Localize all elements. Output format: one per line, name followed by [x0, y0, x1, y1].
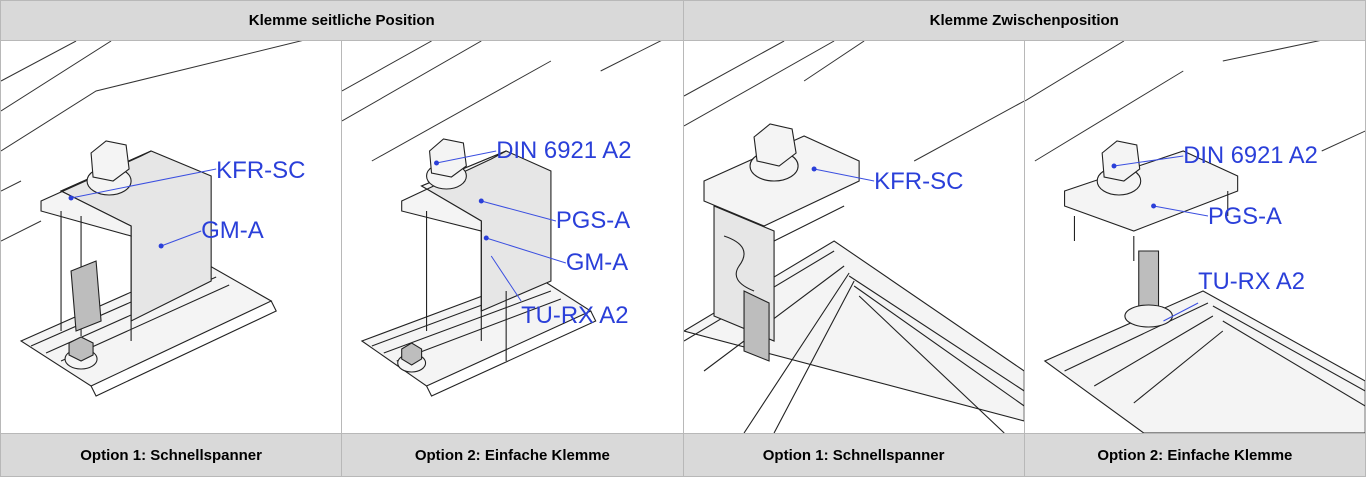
header-side-position: Klemme seitliche Position [0, 0, 684, 41]
caption-panel-1: Option 1: Schnellspanner [0, 433, 343, 477]
label-tu-rx-a2-2: TU-RX A2 [1198, 268, 1305, 295]
caption-panel-3: Option 1: Schnellspanner [682, 433, 1025, 477]
label-pgs-a-1: PGS-A [556, 207, 630, 234]
label-din-6921-a2-1: DIN 6921 A2 [496, 137, 631, 164]
clamp-drawing-1: KFR-SC GM-A [1, 41, 306, 397]
header-intermediate-position: Klemme Zwischenposition [682, 0, 1366, 41]
label-din-6921-a2-2: DIN 6921 A2 [1183, 142, 1318, 169]
label-gm-a-1: GM-A [201, 217, 264, 244]
label-kfr-sc-1: KFR-SC [216, 157, 305, 184]
panel-1-illustration: KFR-SC GM-A [0, 40, 343, 434]
label-tu-rx-a2-1: TU-RX A2 [521, 302, 628, 329]
clamp-drawing-2: DIN 6921 A2 PGS-A GM-A TU-RX A2 [342, 41, 662, 397]
label-kfr-sc-2: KFR-SC [874, 168, 963, 195]
label-gm-a-2: GM-A [566, 249, 628, 276]
panel-3-illustration: KFR-SC [682, 40, 1025, 434]
caption-panel-4: Option 2: Einfache Klemme [1023, 433, 1367, 477]
clamp-drawing-4: DIN 6921 A2 PGS-A TU-RX A2 [1024, 41, 1365, 433]
panel-2-illustration: DIN 6921 A2 PGS-A GM-A TU-RX A2 [341, 40, 684, 434]
caption-panel-2: Option 2: Einfache Klemme [341, 433, 684, 477]
label-pgs-a-2: PGS-A [1208, 203, 1282, 230]
clamp-drawing-3: KFR-SC [683, 41, 1024, 433]
panel-4-illustration: DIN 6921 A2 PGS-A TU-RX A2 [1023, 40, 1367, 434]
